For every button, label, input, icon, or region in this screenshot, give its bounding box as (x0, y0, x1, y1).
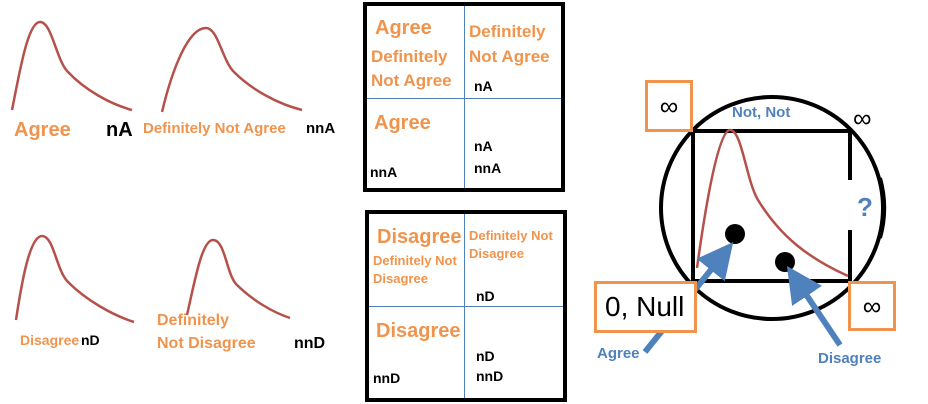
disagree-curve-count: nD (81, 332, 100, 348)
agree-grid-tl-line3: Not Agree (371, 71, 452, 90)
agree-grid-tl-line2: Definitely (371, 47, 448, 66)
agree-grid-tr-count: nA (474, 78, 493, 94)
disagree-arrow (786, 266, 843, 347)
agree-grid-tl-title: Agree (375, 17, 432, 39)
agree-dot (725, 224, 745, 244)
agree-curve-count: nA (106, 119, 133, 141)
not-disagree-label-line2: Not Disagree (157, 335, 256, 352)
not-agree-curve-label: Definitely Not Agree (143, 120, 286, 137)
disagree-grid-br-count1: nD (476, 348, 495, 364)
disagree-grid: Disagree Definitely Not Disagree Definit… (365, 210, 567, 402)
disagree-grid-hdivider (369, 306, 563, 307)
agree-grid-tr-line1: Definitely (469, 22, 546, 41)
infinity-box-top-left: ∞ (645, 80, 693, 132)
agree-grid-tr-line2: Not Agree (469, 47, 550, 66)
disagree-grid-bl-label: Disagree (376, 320, 461, 342)
inner-curve (695, 128, 849, 278)
agree-arrow-label: Agree (597, 345, 640, 362)
agree-grid-hdivider (367, 98, 561, 99)
disagree-grid-tl-title: Disagree (377, 226, 462, 248)
disagree-curve-label: Disagree (20, 332, 80, 348)
disagree-grid-tr-count: nD (476, 288, 495, 304)
agree-grid-br-count1: nA (474, 138, 493, 154)
disagree-grid-tr-line1: Definitely Not (469, 228, 553, 243)
disagree-curve (14, 234, 135, 324)
not-disagree-curve (185, 238, 291, 320)
disagree-dot (775, 252, 795, 272)
not-disagree-label-line1: Definitely (157, 312, 230, 329)
agree-grid-bl-label: Agree (374, 112, 431, 134)
not-agree-curve-count: nnA (306, 120, 336, 137)
agree-grid-vdivider (464, 6, 465, 188)
agree-grid-bl-count: nnA (370, 164, 398, 180)
not-not-label: Not, Not (732, 104, 791, 121)
disagree-grid-tl-line2: Definitely Not (373, 253, 457, 268)
not-agree-curve (160, 26, 303, 113)
question-mark: ? (857, 192, 873, 222)
disagree-arrow-label: Disagree (818, 350, 882, 367)
agree-curve (10, 20, 133, 112)
disagree-grid-tl-line3: Disagree (373, 271, 428, 286)
not-disagree-curve-count: nnD (294, 335, 326, 352)
disagree-grid-bl-count: nnD (373, 370, 401, 386)
agree-grid-br-count2: nnA (474, 160, 502, 176)
agree-grid: Agree Definitely Not Agree Definitely No… (363, 2, 565, 192)
agree-curve-label: Agree (14, 119, 71, 141)
infinity-box-bottom-right: ∞ (848, 281, 896, 331)
zero-null-box: 0, Null (594, 281, 697, 333)
disagree-grid-br-count2: nnD (476, 368, 504, 384)
disagree-grid-tr-line2: Disagree (469, 246, 524, 261)
infinity-top-right: ∞ (853, 103, 872, 133)
